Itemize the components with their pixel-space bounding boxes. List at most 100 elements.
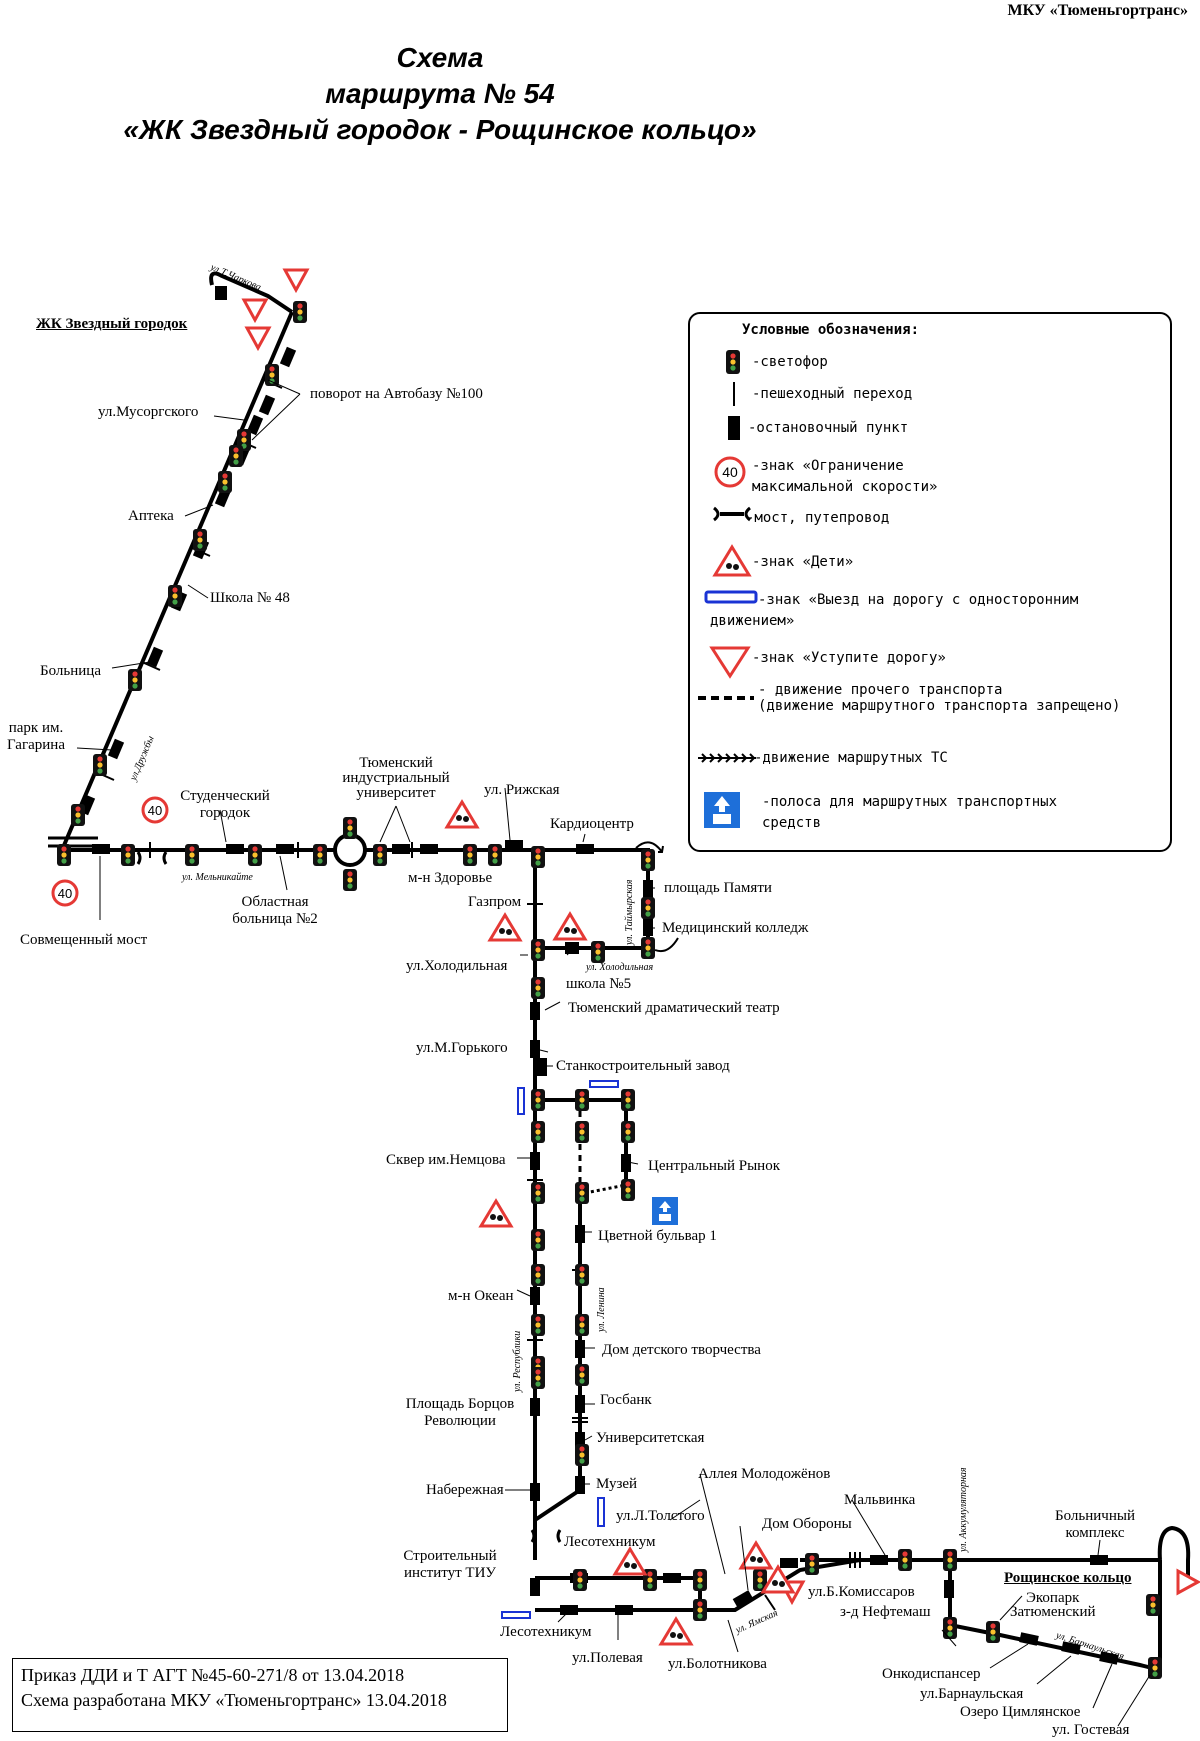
- traffic-light-icon: [591, 941, 605, 963]
- stop-gazprom: Газпром: [468, 894, 522, 910]
- stop-rizhskaya: ул. Рижская: [484, 782, 560, 798]
- one-way-sign-icon: [501, 1611, 531, 1619]
- bus-stop: [732, 1590, 754, 1608]
- traffic-light-icon: [641, 897, 655, 919]
- stop-muzey: Музей: [596, 1476, 638, 1492]
- traffic-light-icon: [726, 350, 740, 374]
- traffic-light-icon: [621, 1121, 635, 1143]
- callout-lines: [76, 379, 1151, 1727]
- speed-limit-value: 40: [58, 886, 72, 901]
- legend-label-dashed: - движение прочего транспорта(движение м…: [758, 682, 1121, 714]
- stop-med-kolledzh: Медицинский колледж: [662, 920, 809, 936]
- bus-stop: [560, 1605, 578, 1615]
- traffic-light-icon: [229, 445, 243, 467]
- svg-text:40: 40: [722, 464, 738, 480]
- traffic-light-icon: [575, 1444, 589, 1466]
- stop-tsvetnoy: Цветной бульвар 1: [598, 1228, 717, 1244]
- traffic-light-icon: [168, 585, 182, 607]
- yield-sign-icon: [245, 326, 271, 350]
- legend-label-traffic-light: -светофор: [752, 354, 828, 370]
- one-way-sign-icon: [517, 1087, 525, 1115]
- street-lenina: ул. Ленина: [596, 1287, 607, 1332]
- one-way-sign-icon: [589, 1080, 619, 1088]
- traffic-light-icon: [121, 844, 135, 866]
- roundabout: [333, 833, 367, 867]
- speed-limit-sign-icon: [51, 879, 79, 907]
- traffic-light-icon: [575, 1364, 589, 1386]
- stop-komissarov: ул.Б.Комиссаров: [808, 1584, 915, 1600]
- children-sign-icon: [659, 1617, 693, 1646]
- route-segment-lenina-connector: [533, 1488, 582, 1522]
- traffic-light-icon: [488, 844, 502, 866]
- bus-stop: [107, 738, 125, 760]
- traffic-light-icon: [693, 1599, 707, 1621]
- traffic-light-icon: [805, 1553, 819, 1575]
- bus-stop: [276, 844, 294, 854]
- street-kholodilnaya: ул. Холодильная: [586, 962, 654, 973]
- stop-naberezhnaya: Набережная: [426, 1482, 504, 1498]
- bus-stop: [575, 1395, 585, 1413]
- stop-musorgskogo: ул.Мусоргского: [98, 404, 199, 420]
- stop-sovmeshchenny: Совмещенный мост: [20, 932, 148, 948]
- pedestrian-crossing: [141, 661, 161, 671]
- organization-name: МКУ «Тюменьгортранс»: [1007, 2, 1188, 19]
- street-akkumulyatornaya: ул. Аккумуляторная: [958, 1467, 969, 1552]
- footer-box: Приказ ДДИ и Т АГТ №45-60-271/8 от 13.04…: [12, 1658, 508, 1732]
- stop-nemtsova: Сквер им.Немцова: [386, 1152, 506, 1168]
- stop-zatyumensky: Затюменский: [1010, 1604, 1096, 1620]
- children-sign-icon: [488, 913, 522, 942]
- traffic-light-icon: [343, 869, 357, 891]
- bus-stop: [530, 1483, 540, 1501]
- legend-title: Условные обозначения:: [742, 322, 920, 338]
- traffic-light-icon: [293, 301, 307, 323]
- yield-sign-icon: [709, 646, 751, 679]
- traffic-light-icon: [621, 1089, 635, 1111]
- stop-dom-oborony: Дом Обороны: [762, 1516, 852, 1532]
- stop-kholodilnaya: ул.Холодильная: [406, 958, 508, 974]
- traffic-light-icon: [343, 817, 357, 839]
- traffic-light-icon: [531, 1229, 545, 1251]
- traffic-light-icon: [218, 471, 232, 493]
- bus-stop: [780, 1558, 798, 1568]
- title-line-1: Схема: [396, 42, 484, 73]
- traffic-light-icon: [313, 844, 327, 866]
- traffic-light-icon: [265, 364, 279, 386]
- arrow-line-icon: [698, 753, 756, 763]
- traffic-light-icon: [898, 1549, 912, 1571]
- bus-stop: [944, 1580, 954, 1598]
- traffic-light-icon: [248, 844, 262, 866]
- yield-sign-icon: [242, 298, 268, 322]
- bus-stop: [226, 844, 244, 854]
- terminal-roshchinskoe: Рощинское кольцо: [1004, 1570, 1132, 1586]
- bus-stop: [530, 1287, 540, 1305]
- legend-label-route-movement: -движение маршрутных ТС: [754, 750, 948, 766]
- bus-stop: [643, 918, 653, 936]
- traffic-light-icon: [531, 1182, 545, 1204]
- street-respubliki: ул. Республики: [512, 1330, 523, 1392]
- traffic-light-icon: [71, 804, 85, 826]
- stop-bolotnikova: ул.Болотникова: [668, 1656, 767, 1672]
- bus-stop: [1061, 1641, 1081, 1655]
- legend-label-crossing: -пешеходный переход: [752, 386, 913, 402]
- stop-gorkogo: ул.М.Горького: [416, 1040, 508, 1056]
- traffic-light-icon: [1146, 1594, 1160, 1616]
- terminal-zvezdny: ЖК Звездный городок: [36, 316, 188, 332]
- stop-lesotekhnikum-bottom: Лесотехникум: [500, 1624, 592, 1640]
- traffic-light-icon: [575, 1264, 589, 1286]
- street-melnikaite: ул. Мельникайте: [182, 872, 253, 883]
- children-sign-icon: [479, 1199, 513, 1228]
- stop-ploshchad-pamyati: площадь Памяти: [664, 880, 772, 896]
- traffic-light-icon: [693, 1569, 707, 1591]
- bus-stop: [870, 1555, 888, 1565]
- traffic-light-icon: [621, 1179, 635, 1201]
- bus-stop: [530, 1152, 540, 1170]
- bridge-icon: [713, 506, 751, 522]
- traffic-light-icon: [575, 1121, 589, 1143]
- pedestrian-crossing: [764, 1594, 776, 1611]
- stop-avtobaza: поворот на Автобазу №100: [310, 386, 483, 402]
